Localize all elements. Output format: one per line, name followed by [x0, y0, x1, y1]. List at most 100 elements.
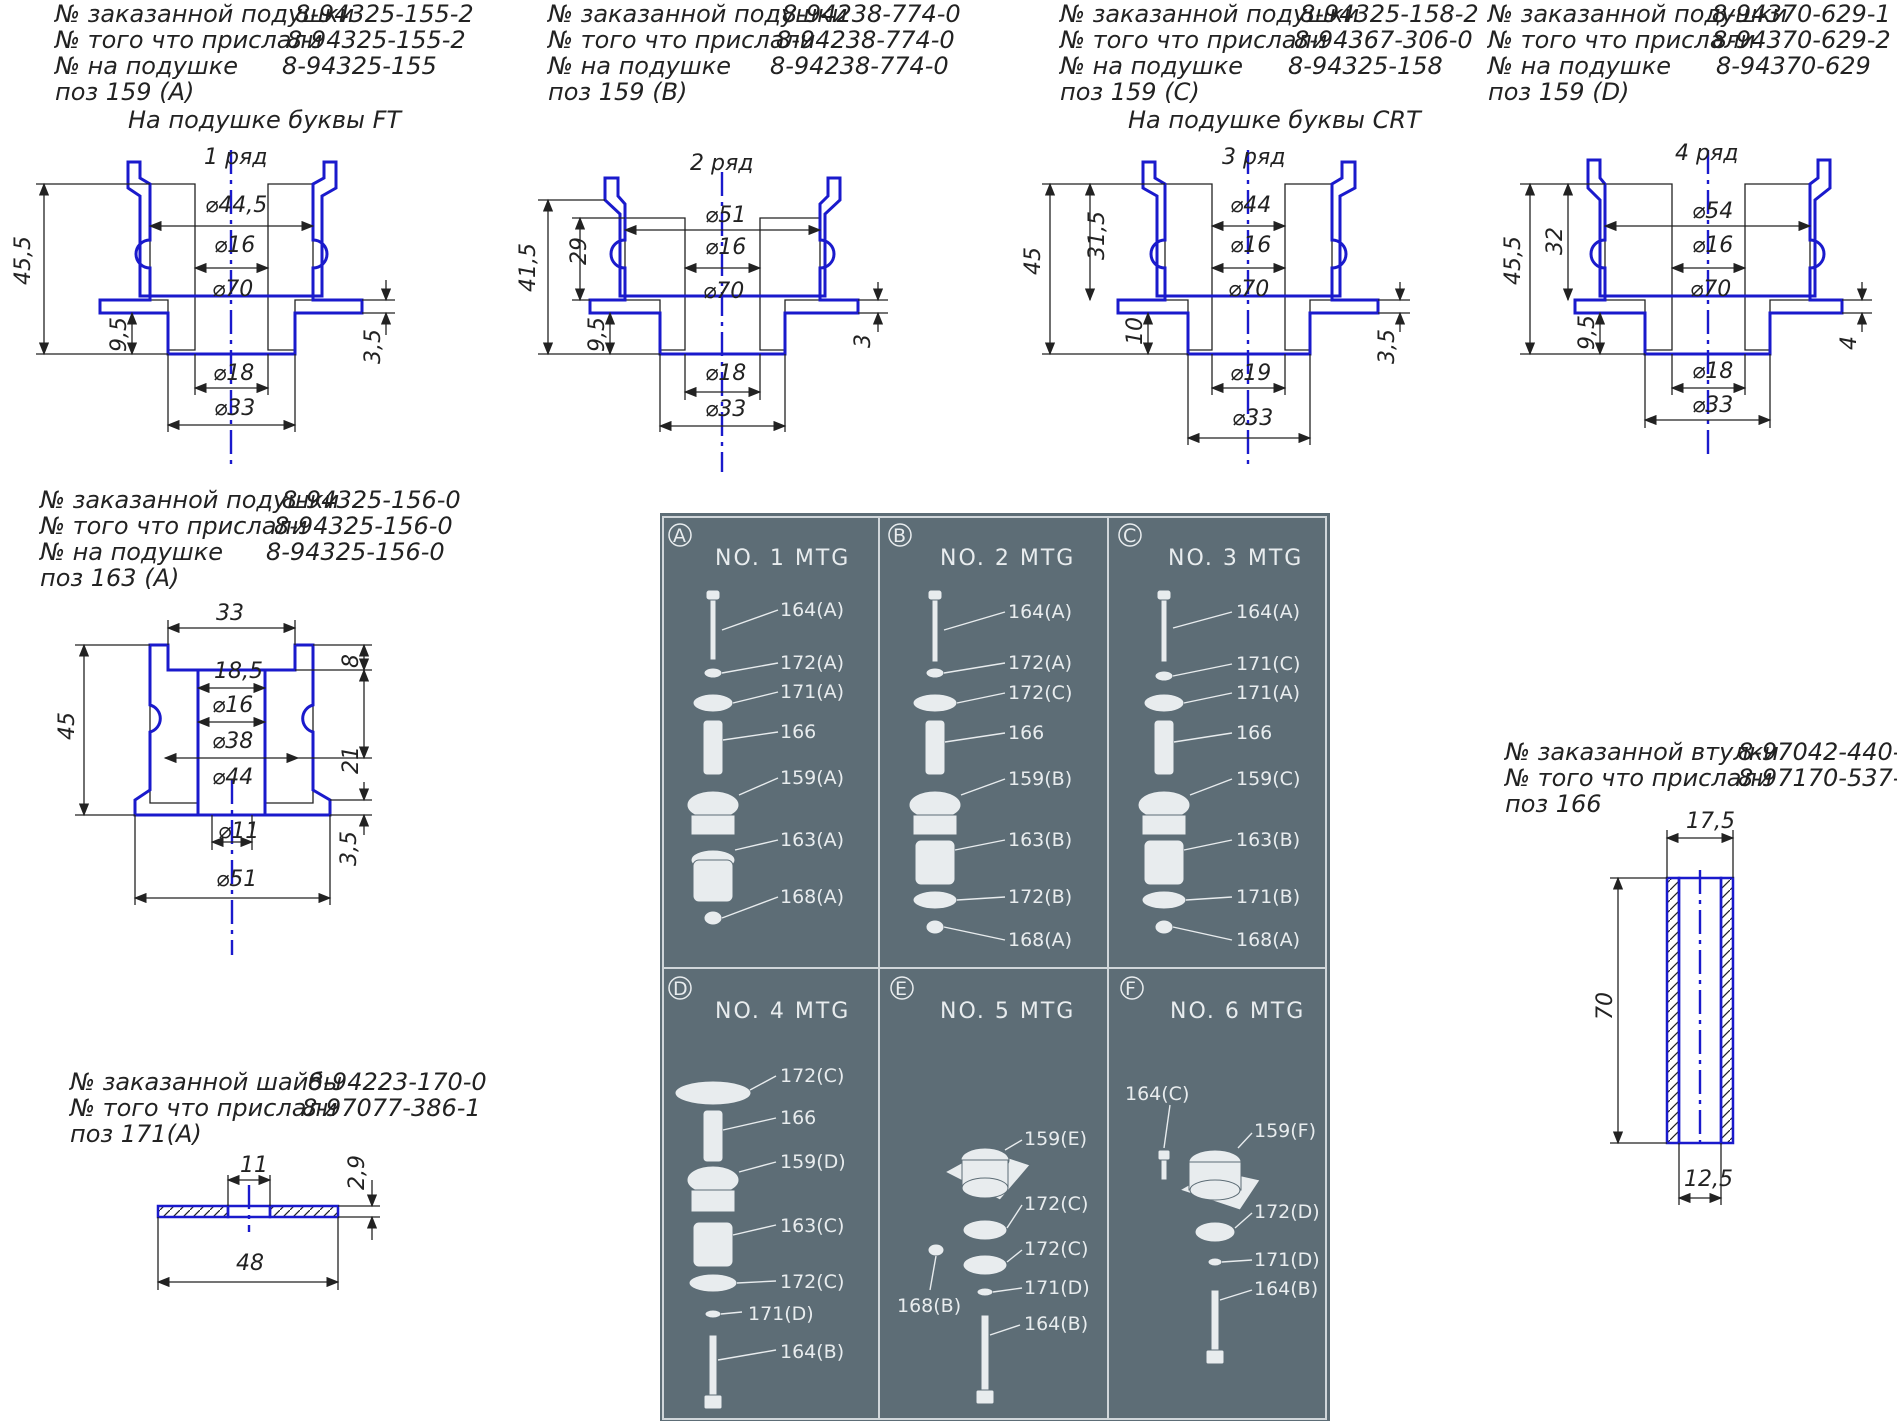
cushion-c-d2: ⌀16: [1230, 233, 1271, 258]
cushion-b-sent-label: № того что прислали: [546, 26, 815, 54]
cushion-c-ordered-value: 8-94325-158-2: [1300, 0, 1479, 28]
panel-d-part-3: 159(D): [780, 1151, 846, 1173]
cushion-c-h2: 10: [1123, 317, 1148, 345]
bushing-length: 70: [1593, 992, 1618, 1020]
cushion-b-drawing: 2 ряд ⌀51 ⌀16 ⌀70 ⌀18 ⌀33 41,5 29 9,5 3: [516, 151, 888, 472]
panel-b-part-3: 172(C): [1008, 682, 1072, 704]
washer-block: № заказанной шайбы 8-94223-170-0 № того …: [68, 1068, 487, 1290]
bushing-block: № заказанной втулки 8-97042-440-0 № того…: [1503, 738, 1897, 1205]
cushion-a-row: 1 ряд: [204, 145, 267, 170]
cushion-d-sent-label: № того что прислали: [1486, 26, 1755, 54]
cushion-b-d5: ⌀33: [705, 397, 746, 422]
cushion-d-h3: 4: [1837, 336, 1862, 350]
cushion-e-on-value: 8-94325-156-0: [266, 538, 445, 566]
panel-f-part-2: 159(F): [1254, 1120, 1316, 1142]
catalog-panel-f: F NO. 6 MTG 164(C): [1120, 976, 1320, 1365]
cushion-b-d1: ⌀51: [705, 203, 746, 228]
cushion-d-ordered-label: № заказанной подушки: [1486, 0, 1787, 28]
panel-b-part-7: 172(B): [1008, 886, 1072, 908]
panel-c-part-5: 159(C): [1236, 768, 1300, 790]
cushion-b-d4: ⌀18: [705, 361, 746, 386]
washer-outer-diameter: 48: [236, 1251, 264, 1276]
panel-d-part-4: 163(C): [780, 1215, 844, 1237]
panel-a-title: NO. 1 MTG: [715, 546, 850, 571]
bushing-outer-diameter: 17,5: [1686, 809, 1735, 834]
panel-b-part-4: 166: [1008, 722, 1044, 744]
panel-f-part-3: 172(D): [1254, 1201, 1320, 1223]
catalog-panel-c: C NO. 3 MTG: [1118, 523, 1303, 951]
cushion-c-on-value: 8-94325-158: [1288, 52, 1443, 80]
panel-b-part-5: 159(B): [1008, 768, 1072, 790]
panel-e-part-5: 168(B): [897, 1295, 961, 1317]
cushion-d-on-value: 8-94370-629: [1716, 52, 1871, 80]
cushion-d-d2: ⌀16: [1692, 233, 1733, 258]
panel-a-part-5: 159(A): [780, 767, 844, 789]
cushion-a-note: На подушке буквы FT: [128, 106, 403, 134]
cushion-d-sent-value: 8-94370-629-2: [1712, 26, 1891, 54]
cushion-d-ordered-value: 8-94370-629-1: [1712, 0, 1891, 28]
panel-e-title: NO. 5 MTG: [940, 999, 1075, 1024]
cushion-e-on-label: № на подушке: [38, 538, 223, 566]
panel-b-title: NO. 2 MTG: [940, 546, 1075, 571]
cushion-c-note: На подушке буквы CRT: [1128, 106, 1423, 134]
cushion-c-sent-value: 8-94367-306-0: [1294, 26, 1473, 54]
cushion-c-d1: ⌀44: [1230, 193, 1271, 218]
panel-d-part-7: 164(B): [780, 1341, 844, 1363]
cushion-d-d3: ⌀70: [1690, 277, 1731, 302]
cushion-c-block: № заказанной подушки 8-94325-158-2 № тог…: [1021, 0, 1479, 470]
cushion-b-block: № заказанной подушки 8-94238-774-0 № тог…: [516, 0, 961, 472]
cushion-a-block: № заказанной подушки 8-94325-155-2 № тог…: [11, 0, 474, 470]
panel-a-part-6: 163(A): [780, 829, 844, 851]
cushion-a-d3: ⌀70: [212, 277, 253, 302]
panel-b-part-8: 168(A): [1008, 929, 1072, 951]
catalog-panel-b: B NO. 2 MTG: [888, 523, 1075, 951]
cushion-c-ordered-label: № заказанной подушки: [1058, 0, 1359, 28]
cushion-e-d6: ⌀51: [216, 867, 257, 892]
cushion-c-position: поз 159 (C): [1060, 78, 1200, 106]
cushion-a-d1: ⌀44,5: [205, 193, 267, 218]
washer-ordered-label: № заказанной шайбы: [68, 1068, 342, 1096]
washer-thickness: 2,9: [345, 1155, 370, 1190]
panel-e-part-6: 164(B): [1024, 1313, 1088, 1335]
cushion-e-d2: ⌀16: [212, 693, 253, 718]
cushion-c-h1: 45: [1021, 247, 1046, 275]
panel-b-part-1: 164(A): [1008, 601, 1072, 623]
cushion-b-d3: ⌀70: [703, 279, 744, 304]
panel-a-part-4: 166: [780, 721, 816, 743]
panel-d-part-6: 171(D): [748, 1303, 814, 1325]
cushion-a-h2: 9,5: [107, 317, 132, 352]
bushing-position: поз 166: [1505, 790, 1602, 818]
panel-b-letter: B: [893, 525, 906, 547]
panel-a-part-7: 168(A): [780, 886, 844, 908]
cushion-e-position: поз 163 (A): [40, 564, 179, 592]
panel-f-part-1: 164(C): [1125, 1083, 1189, 1105]
catalog-panel-e: E NO. 5 MTG 159: [890, 976, 1090, 1405]
cushion-a-ordered-label: № заказанной подушки: [53, 0, 354, 28]
parts-catalog: A NO. 1 MTG: [660, 513, 1330, 1421]
cushion-b-h1: 41,5: [516, 243, 541, 292]
panel-c-title: NO. 3 MTG: [1168, 546, 1303, 571]
cushion-c-row: 3 ряд: [1222, 145, 1285, 170]
cushion-e-d1: 18,5: [214, 659, 263, 684]
bushing-drawing: 17,5 12,5 70: [1593, 809, 1735, 1205]
panel-d-letter: D: [673, 978, 688, 1000]
panel-d-part-2: 166: [780, 1107, 816, 1129]
cushion-c-d5: ⌀33: [1232, 406, 1273, 431]
washer-ordered-value: 8-94223-170-0: [308, 1068, 487, 1096]
cushion-b-position: поз 159 (B): [548, 78, 687, 106]
cushion-b-h3: 3: [851, 334, 876, 348]
cushion-e-block: № заказанной подушки 8-94325-156-0 № тог…: [38, 486, 461, 955]
panel-b-part-2: 172(A): [1008, 652, 1072, 674]
cushion-b-row: 2 ряд: [690, 151, 753, 176]
cushion-d-block: № заказанной подушки 8-94370-629-1 № тог…: [1486, 0, 1891, 460]
panel-f-part-4: 171(D): [1254, 1249, 1320, 1271]
cushion-d-d4: ⌀18: [1692, 359, 1733, 384]
catalog-panel-a: A NO. 1 MTG: [668, 523, 850, 926]
panel-d-part-5: 172(C): [780, 1271, 844, 1293]
cushion-a-h3: 3,5: [361, 329, 386, 364]
cushion-a-d4: ⌀18: [213, 361, 254, 386]
washer-position: поз 171(A): [70, 1120, 202, 1148]
cushion-c-drawing: 3 ряд ⌀44 ⌀16 ⌀70 ⌀19 ⌀33 45 31,5 10 3,5: [1021, 145, 1410, 470]
cushion-c-h0: 31,5: [1085, 211, 1110, 260]
